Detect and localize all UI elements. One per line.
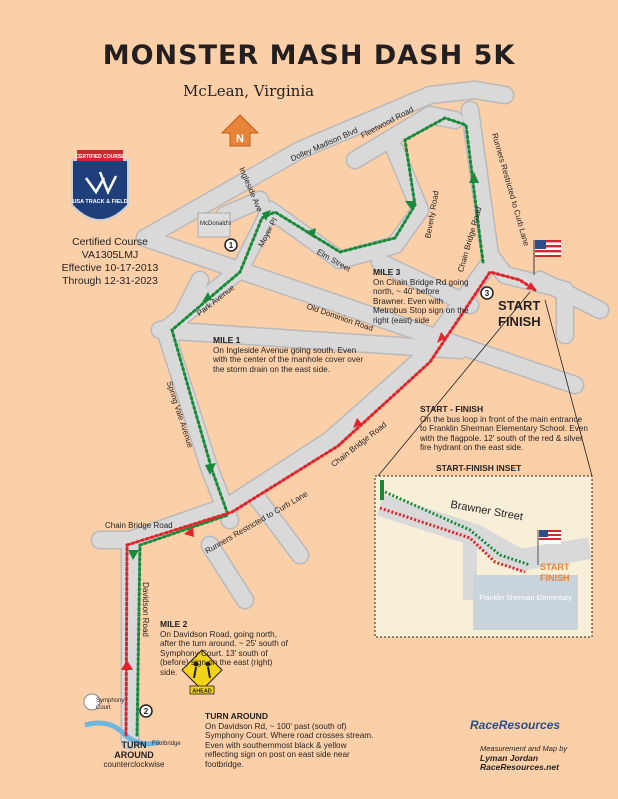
route-red-return <box>124 270 537 737</box>
inset-title: START-FINISH INSET <box>436 463 522 473</box>
flag-icon <box>533 240 561 275</box>
note-mile-1: MILE 1 On Ingleside Avenue going south. … <box>213 335 365 374</box>
page-subtitle: McLean, Virginia <box>183 82 315 100</box>
road-label-chain-bridge-left: Chain Bridge Road <box>105 521 173 530</box>
arrow-northwest-4 <box>262 210 271 221</box>
mcdonalds-building <box>197 212 231 238</box>
svg-text:AHEAD: AHEAD <box>192 689 212 695</box>
road-label-symphony: Symphony Court <box>96 698 125 711</box>
turnaround-line-1: TURN <box>121 740 147 750</box>
inset-start-finish-label: START FINISH <box>540 562 570 584</box>
credit-line-1: Measurement and Map by <box>480 744 568 753</box>
note-mile-3-text: On Chain Bridge Rd going north, ~ 40' be… <box>373 277 469 325</box>
credits: Measurement and Map by Lyman Jordan Race… <box>480 744 567 773</box>
svg-text:N: N <box>236 133 244 145</box>
note-turnaround: TURN AROUND On Davidson Rd, ~ 100' past … <box>205 711 375 770</box>
mile-marker-1: 1 <box>224 238 238 252</box>
arrow-east-9 <box>184 527 194 537</box>
arrow-north-8 <box>121 660 133 670</box>
note-turnaround-text: On Davidson Rd, ~ 100' past (south of) S… <box>205 721 374 769</box>
start-finish-label: START FINISH <box>498 298 541 330</box>
mile-marker-3: 3 <box>480 286 494 300</box>
credit-line-3: RaceResources.net <box>480 762 559 772</box>
turnaround-line-2: AROUND <box>114 750 154 760</box>
note-start-finish-text: On the bus loop in front of the main ent… <box>420 414 588 453</box>
inset-school-label: Franklin Sherman Elementary <box>479 595 572 602</box>
arrow-south-2 <box>405 201 416 210</box>
inset-start-label: START <box>540 562 570 572</box>
cert-line-4: Through 12-31-2023 <box>62 275 158 287</box>
svg-text:CERTIFIED COURSE: CERTIFIED COURSE <box>75 154 125 160</box>
usatf-certified-badge-icon: CERTIFIED COURSE USA TRACK & FIELD <box>71 150 129 221</box>
arrow-southwest-5 <box>202 292 212 302</box>
turnaround-line-3: counterclockwise <box>103 760 165 769</box>
certification-info: Certified Course VA1305LMJ Effective 10-… <box>40 236 180 288</box>
road-label-mcdonalds: McDonald's <box>200 221 232 227</box>
arrow-north-1 <box>469 172 479 183</box>
arrow-finish-12 <box>526 282 536 290</box>
note-mile-2: MILE 2 On Davidson Road, going north, af… <box>160 619 290 678</box>
inset-leader-lines <box>377 291 593 477</box>
note-mile-3: MILE 3 On Chain Bridge Rd going north, ~… <box>373 267 473 326</box>
note-mile-1-text: On Ingleside Avenue going south. Even wi… <box>213 345 364 374</box>
race-resources-logo: RaceResources <box>470 718 561 732</box>
svg-text:3: 3 <box>485 289 490 298</box>
note-mile-1-title: MILE 1 <box>213 335 241 345</box>
start-finish-inset <box>374 475 593 638</box>
cert-line-2: VA1305LMJ <box>81 249 139 261</box>
north-arrow-icon: N <box>220 114 260 147</box>
cert-line-1: Certified Course <box>72 236 148 248</box>
arrow-south-6 <box>205 463 216 475</box>
note-mile-2-text: On Davidson Road, going north, after the… <box>160 629 288 677</box>
note-turnaround-title: TURN AROUND <box>205 711 268 721</box>
page-title: MONSTER MASH DASH 5K <box>102 40 516 71</box>
note-mile-2-title: MILE 2 <box>160 619 188 629</box>
svg-text:2: 2 <box>144 707 149 716</box>
note-mile-3-title: MILE 3 <box>373 267 401 277</box>
cert-line-3: Effective 10-17-2013 <box>61 262 159 274</box>
inset-finish-label: FINISH <box>540 573 570 583</box>
road-label-davidson: Davidson Road <box>140 582 150 637</box>
symphony-court-circle <box>83 693 101 711</box>
arrow-northeast-11 <box>437 332 446 343</box>
start-label: START <box>498 298 541 313</box>
arrow-south-7 <box>128 550 139 560</box>
turnaround-label: TURN AROUND counterclockwise <box>100 740 168 770</box>
direction-arrows <box>121 172 536 670</box>
note-start-finish: START - FINISH On the bus loop in front … <box>420 404 590 453</box>
arrow-northeast-10 <box>353 418 362 428</box>
svg-text:1: 1 <box>229 241 234 250</box>
svg-text:USA TRACK & FIELD: USA TRACK & FIELD <box>72 199 127 205</box>
mile-marker-2: 2 <box>139 704 153 718</box>
school-ahead-sign-icon: AHEAD <box>181 649 223 695</box>
note-start-finish-title: START - FINISH <box>420 404 484 414</box>
road-label-footbridge: Footbridge <box>152 741 181 747</box>
arrow-west-3 <box>305 228 316 238</box>
credit-line-2: Lyman Jordan <box>480 752 539 763</box>
finish-label: FINISH <box>498 314 541 329</box>
